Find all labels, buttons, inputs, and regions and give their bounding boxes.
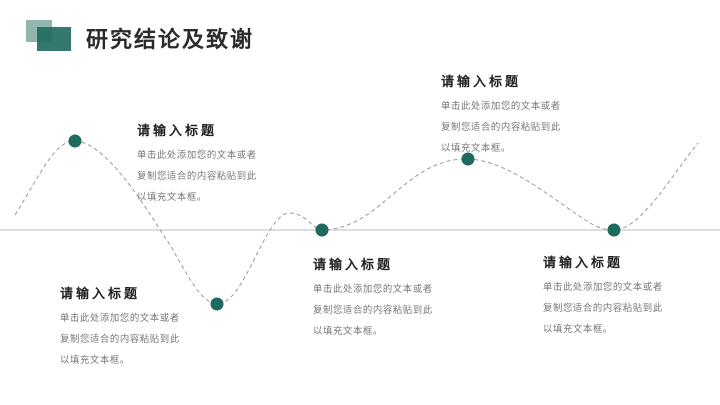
text-block-2[interactable]: 请输入标题 单击此处添加您的文本或者 复制您适合的内容粘贴到此 以填充文本框。 — [60, 283, 220, 371]
body-line: 复制您适合的内容粘贴到此 — [313, 305, 433, 316]
body-line: 以填充文本框。 — [137, 192, 207, 203]
block-title[interactable]: 请输入标题 — [313, 258, 394, 273]
block-title[interactable]: 请输入标题 — [60, 287, 141, 302]
body-line: 以填充文本框。 — [543, 324, 613, 335]
body-line: 单击此处添加您的文本或者 — [313, 284, 433, 295]
block-title[interactable]: 请输入标题 — [441, 75, 522, 90]
text-block-3[interactable]: 请输入标题 单击此处添加您的文本或者 复制您适合的内容粘贴到此 以填充文本框。 — [313, 254, 473, 342]
timeline-node-4 — [461, 152, 475, 166]
block-body[interactable]: 单击此处添加您的文本或者 复制您适合的内容粘贴到此 以填充文本框。 — [137, 145, 297, 208]
logo-front-square-icon — [37, 27, 71, 51]
text-block-1[interactable]: 请输入标题 单击此处添加您的文本或者 复制您适合的内容粘贴到此 以填充文本框。 — [137, 120, 297, 208]
body-line: 以填充文本框。 — [441, 143, 511, 154]
timeline-node-2 — [210, 297, 224, 311]
body-line: 以填充文本框。 — [313, 326, 383, 337]
text-block-4[interactable]: 请输入标题 单击此处添加您的文本或者 复制您适合的内容粘贴到此 以填充文本框。 — [441, 71, 601, 159]
timeline-node-5 — [607, 223, 621, 237]
body-line: 单击此处添加您的文本或者 — [137, 150, 257, 161]
body-line: 单击此处添加您的文本或者 — [441, 101, 561, 112]
block-body[interactable]: 单击此处添加您的文本或者 复制您适合的内容粘贴到此 以填充文本框。 — [60, 308, 220, 371]
page-title: 研究结论及致谢 — [86, 27, 255, 53]
body-line: 以填充文本框。 — [60, 355, 130, 366]
body-line: 复制您适合的内容粘贴到此 — [441, 122, 561, 133]
timeline-node-3 — [315, 223, 329, 237]
block-title[interactable]: 请输入标题 — [543, 256, 624, 271]
block-body[interactable]: 单击此处添加您的文本或者 复制您适合的内容粘贴到此 以填充文本框。 — [313, 279, 473, 342]
timeline-node-1 — [68, 134, 82, 148]
body-line: 复制您适合的内容粘贴到此 — [137, 171, 257, 182]
block-title[interactable]: 请输入标题 — [137, 124, 218, 139]
block-body[interactable]: 单击此处添加您的文本或者 复制您适合的内容粘贴到此 以填充文本框。 — [543, 277, 703, 340]
body-line: 复制您适合的内容粘贴到此 — [543, 303, 663, 314]
body-line: 复制您适合的内容粘贴到此 — [60, 334, 180, 345]
body-line: 单击此处添加您的文本或者 — [543, 282, 663, 293]
text-block-5[interactable]: 请输入标题 单击此处添加您的文本或者 复制您适合的内容粘贴到此 以填充文本框。 — [543, 252, 703, 340]
block-body[interactable]: 单击此处添加您的文本或者 复制您适合的内容粘贴到此 以填充文本框。 — [441, 96, 601, 159]
body-line: 单击此处添加您的文本或者 — [60, 313, 180, 324]
